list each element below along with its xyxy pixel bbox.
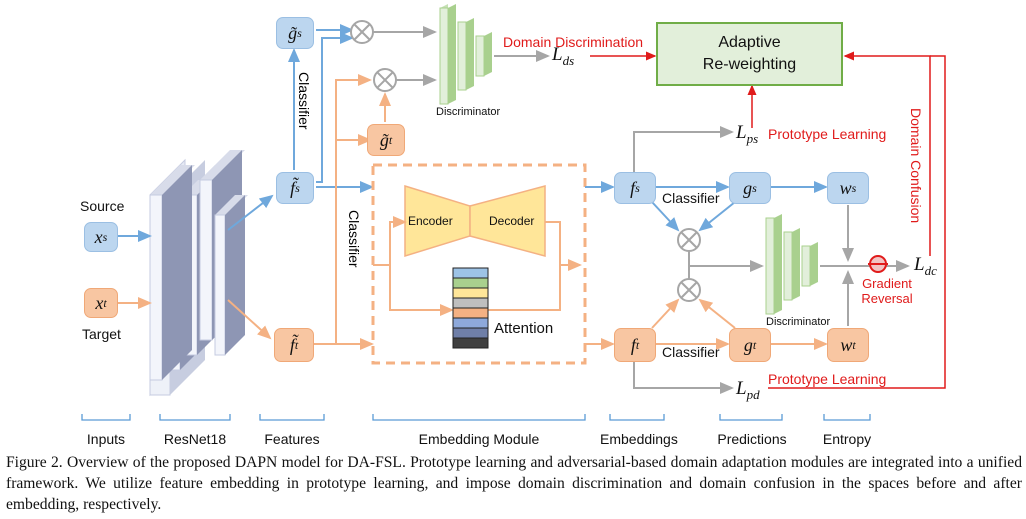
ft-tilde-base: f̃ (289, 334, 295, 355)
ws-base: w (839, 177, 852, 198)
gt-tilde-node: g̃t (367, 124, 405, 156)
gs-tilde-base: g̃ (288, 22, 298, 43)
ft-tilde-sub: t (294, 337, 299, 352)
wt-sub: t (852, 337, 856, 352)
gt-base: g (743, 334, 753, 355)
multiply-node-bottom-2 (677, 278, 701, 302)
lds-sub: ds (562, 53, 575, 68)
discriminator-top (439, 4, 492, 105)
classifier-label-mid: Classifier (346, 210, 362, 268)
section-label-embedding-module: Embedding Module (418, 431, 540, 447)
section-label-resnet18: ResNet18 (163, 431, 227, 447)
target-label: Target (82, 326, 121, 342)
adaptive-label-line2: Re-weighting (702, 56, 797, 73)
xs-sub: s (102, 229, 108, 244)
section-brackets (81, 414, 871, 421)
section-label-entropy: Entropy (822, 431, 872, 447)
xt-sub: t (103, 295, 107, 310)
section-label-inputs: Inputs (86, 431, 126, 447)
adaptive-label-line1: Adaptive (718, 34, 781, 51)
multiply-node-top-1 (350, 20, 374, 44)
section-label-embeddings: Embeddings (600, 431, 678, 447)
attention-label: Attention (494, 320, 554, 337)
prototype-learning-top-label: Prototype Learning (768, 126, 887, 142)
gs-tilde-sub: s (297, 25, 302, 40)
fs-tilde-node: f̃s (276, 172, 314, 204)
ft-tilde-node: f̃t (274, 328, 314, 362)
lps-base: L (736, 122, 747, 143)
domain-discrimination-label: Domain Discrimination (503, 34, 644, 50)
fs-tilde-base: f̃ (290, 177, 296, 198)
xs-base: x (94, 226, 103, 247)
ft-base: f (630, 334, 636, 355)
resnet18-block (149, 150, 248, 397)
multiply-node-bottom-1 (677, 228, 701, 252)
gs-base: g (743, 177, 753, 198)
dapn-diagram (81, 4, 946, 421)
lpd-base: L (736, 378, 747, 399)
lds-base: L (552, 44, 563, 65)
discriminator-top-label: Discriminator (436, 106, 501, 118)
fs-base: f (630, 177, 636, 198)
classifier-label-top: Classifier (296, 72, 312, 130)
fs-tilde-sub: s (295, 180, 300, 195)
attention-stack (452, 267, 489, 349)
domain-confusion-label: Domain Confusion (908, 108, 924, 224)
lps-sub: ps (746, 131, 759, 146)
wt-base: w (840, 334, 853, 355)
source-label: Source (80, 198, 125, 214)
decoder-label: Decoder (489, 214, 535, 228)
gs-tilde-node: g̃s (276, 17, 314, 49)
encoder-label: Encoder (408, 214, 453, 228)
prototype-learning-bottom-label: Prototype Learning (768, 371, 887, 387)
section-label-predictions: Predictions (717, 431, 787, 447)
decoder-shape (469, 185, 546, 257)
gs-sub: s (752, 180, 757, 195)
discriminator-bottom-label: Discriminator (766, 316, 831, 328)
gradient-label-line2: Reversal (861, 291, 913, 306)
fs-sub: s (635, 180, 640, 195)
loss-lpd: Lpd (736, 378, 760, 403)
section-label-features: Features (264, 431, 320, 447)
xt-base: x (95, 292, 104, 313)
loss-lps: Lps (736, 122, 758, 147)
loss-lds: Lds (552, 44, 574, 69)
gradient-label-line1: Gradient (862, 276, 912, 291)
ft-sub: t (635, 337, 640, 352)
gt-tilde-base: g̃ (379, 129, 389, 150)
lpd-sub: pd (746, 387, 760, 402)
adaptive-reweighting-box: Adaptive Re-weighting (656, 22, 843, 86)
ldc-sub: dc (924, 263, 937, 278)
ws-sub: s (851, 180, 857, 195)
gt-sub: t (752, 337, 757, 352)
classifier-label-target: Classifier (662, 344, 720, 360)
classifier-label-source: Classifier (662, 190, 720, 206)
multiply-node-top-2 (373, 68, 397, 92)
discriminator-bottom (765, 214, 818, 315)
ldc-base: L (914, 254, 925, 275)
figure-caption: Figure 2. Overview of the proposed DAPN … (6, 454, 1022, 513)
gt-tilde-sub: t (388, 132, 393, 147)
gradient-reversal-label: Gradient Reversal (852, 276, 922, 306)
loss-ldc: Ldc (914, 254, 937, 279)
